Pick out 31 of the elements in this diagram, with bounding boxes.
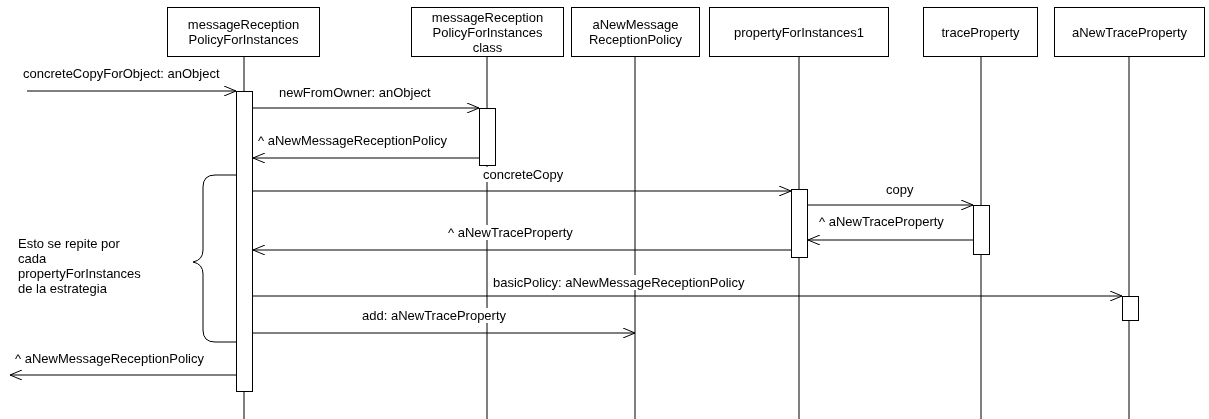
message-label: concreteCopyForObject: anObject bbox=[23, 66, 220, 81]
message-label: basicPolicy: aNewMessageReceptionPolicy bbox=[493, 275, 745, 290]
activation-bar bbox=[236, 91, 253, 392]
participant-box: messageReception PolicyForInstances bbox=[167, 7, 320, 57]
participant-box: aNewTraceProperty bbox=[1054, 7, 1205, 57]
message-arrow bbox=[252, 152, 480, 164]
participant-box: propertyForInstances1 bbox=[709, 7, 889, 57]
message-label: concreteCopy bbox=[483, 167, 564, 182]
message-label: add: aNewTraceProperty bbox=[362, 308, 507, 323]
participant-box: messageReception PolicyForInstances class bbox=[411, 7, 564, 57]
message-arrow bbox=[252, 185, 792, 197]
message-label: ^ aNewMessageReceptionPolicy bbox=[258, 133, 447, 148]
participant-box: aNewMessage ReceptionPolicy bbox=[571, 7, 700, 57]
message-label: ^ aNewMessageReceptionPolicy bbox=[15, 351, 204, 366]
message-label: ^ aNewTraceProperty bbox=[448, 225, 573, 240]
message-arrow bbox=[252, 327, 636, 339]
message-arrow bbox=[9, 369, 237, 381]
activation-bar bbox=[1122, 296, 1139, 321]
message-arrow bbox=[252, 290, 1123, 302]
participant-box: traceProperty bbox=[923, 7, 1038, 57]
message-label: ^ aNewTraceProperty bbox=[819, 214, 944, 229]
activation-bar bbox=[479, 108, 496, 166]
message-arrow bbox=[252, 102, 480, 114]
activation-bar bbox=[973, 205, 990, 255]
message-label: newFromOwner: anObject bbox=[279, 85, 431, 100]
message-arrow bbox=[807, 199, 974, 211]
message-arrow bbox=[26, 85, 237, 97]
activation-bar bbox=[791, 189, 808, 258]
message-arrow bbox=[252, 244, 792, 256]
message-arrow bbox=[807, 234, 974, 246]
note-text: Esto se repite por cada propertyForInstances de la estrategia bbox=[18, 236, 142, 296]
